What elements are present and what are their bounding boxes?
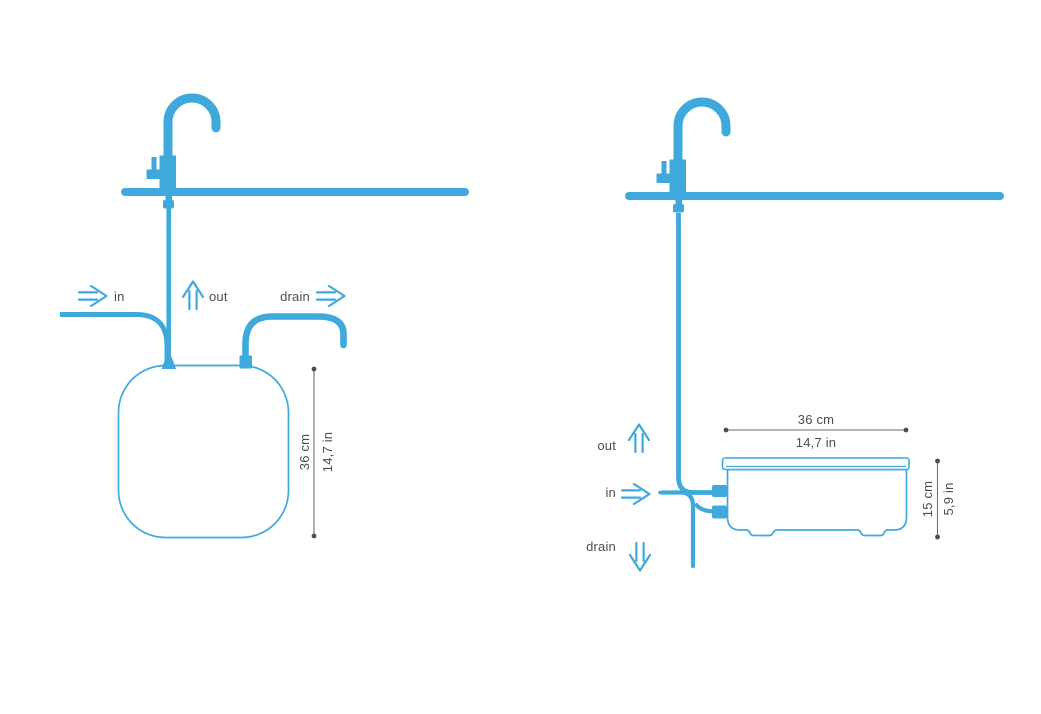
label-drain: drain xyxy=(586,539,616,554)
dim-label-cm: 36 cm xyxy=(798,412,834,427)
dimension-dot xyxy=(723,427,729,433)
dim-label-inches: 5,9 in xyxy=(941,482,956,515)
tank-body xyxy=(726,468,908,537)
flow-arrow-right-drain-icon xyxy=(315,284,346,308)
dimension-dot xyxy=(903,427,909,433)
dimension-dot xyxy=(311,533,317,539)
label-in: in xyxy=(114,289,125,304)
label-in: in xyxy=(605,485,616,500)
flow-arrow-right-in-icon xyxy=(77,284,108,308)
out-tube xyxy=(676,213,716,495)
dim-label-inches: 14,7 in xyxy=(320,432,335,472)
label-out: out xyxy=(209,289,228,304)
flow-arrow-down-drain-icon xyxy=(628,541,652,572)
tank-nub-lower xyxy=(712,505,727,519)
tank xyxy=(117,364,290,539)
drain-tube xyxy=(659,490,696,569)
right-diagram-flat-tank: out in drain 36 cm 14,7 in 15 cm 5,9 in xyxy=(586,102,1004,572)
tank-nub-upper xyxy=(712,485,727,497)
tank-inlet-connector xyxy=(161,356,176,369)
dimension-dot xyxy=(935,534,940,540)
dim-label-inches: 14,7 in xyxy=(796,435,836,450)
label-out: out xyxy=(597,438,616,453)
flow-arrow-right-in-icon xyxy=(620,482,651,506)
flow-arrow-up-out-icon xyxy=(627,423,651,454)
drain-tube xyxy=(242,313,347,362)
dimension-dot xyxy=(935,458,940,464)
dim-label-cm: 36 cm xyxy=(297,434,312,470)
in-tube xyxy=(60,312,170,364)
tank-lid xyxy=(721,457,910,471)
label-drain: drain xyxy=(280,289,310,304)
dimension-dot xyxy=(311,366,317,372)
left-diagram-undersink-tank: in out drain 36 cm 14,7 in xyxy=(60,98,469,539)
flow-arrow-up-out-icon xyxy=(181,280,205,311)
dim-label-cm: 15 cm xyxy=(920,481,935,517)
